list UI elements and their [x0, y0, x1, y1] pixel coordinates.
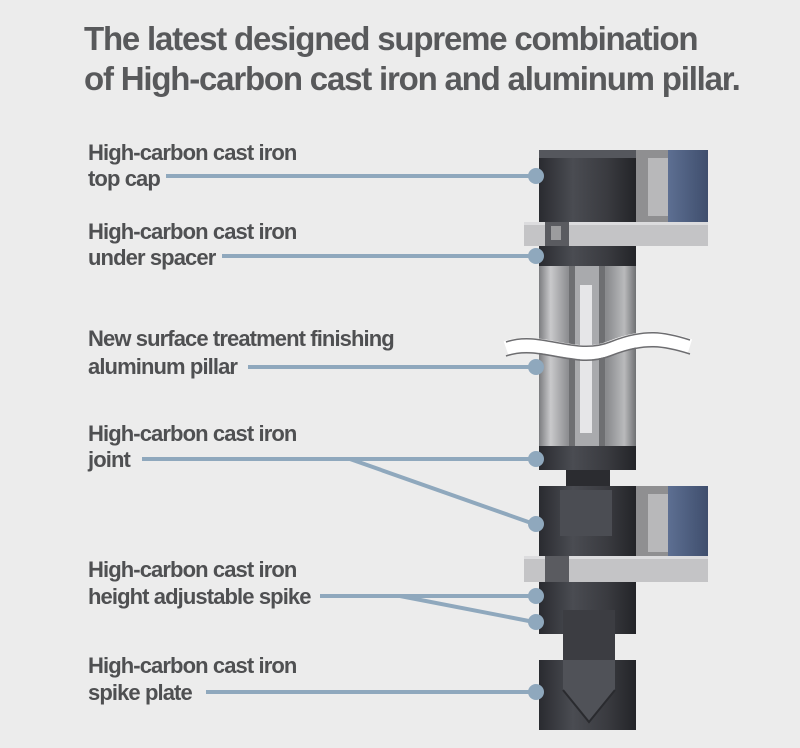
label-aluminum-pillar-line1: New surface treatment finishing [88, 326, 395, 351]
label-spike-plate-line2: spike plate [88, 680, 193, 705]
label-joint-line1: High-carbon cast iron [88, 421, 297, 446]
label-joint-line2: joint [88, 447, 131, 472]
spike-plate [539, 660, 636, 730]
leader-lines [142, 174, 535, 694]
label-spike-plate-line1: High-carbon cast iron [88, 653, 297, 678]
label-spike-line2: height adjustable spike [88, 584, 311, 609]
diagram-title-line2: of High-carbon cast iron and aluminum pi… [84, 60, 741, 97]
label-under-spacer-line1: High-carbon cast iron [88, 219, 297, 244]
under-spacer [539, 222, 636, 266]
height-adjustable-spike [539, 536, 636, 660]
label-aluminum-pillar-line2: aluminum pillar [88, 354, 238, 379]
top-cap [539, 150, 636, 222]
label-top-cap-line1: High-carbon cast iron [88, 140, 297, 165]
callout-dots [528, 168, 544, 700]
diagram-title-line1: The latest designed supreme combination [84, 20, 699, 57]
aluminum-pillar [503, 266, 693, 446]
label-under-spacer-line2: under spacer [88, 245, 216, 270]
label-top-cap-line2: top cap [88, 166, 161, 191]
joint [539, 446, 636, 536]
label-spike-line1: High-carbon cast iron [88, 557, 297, 582]
